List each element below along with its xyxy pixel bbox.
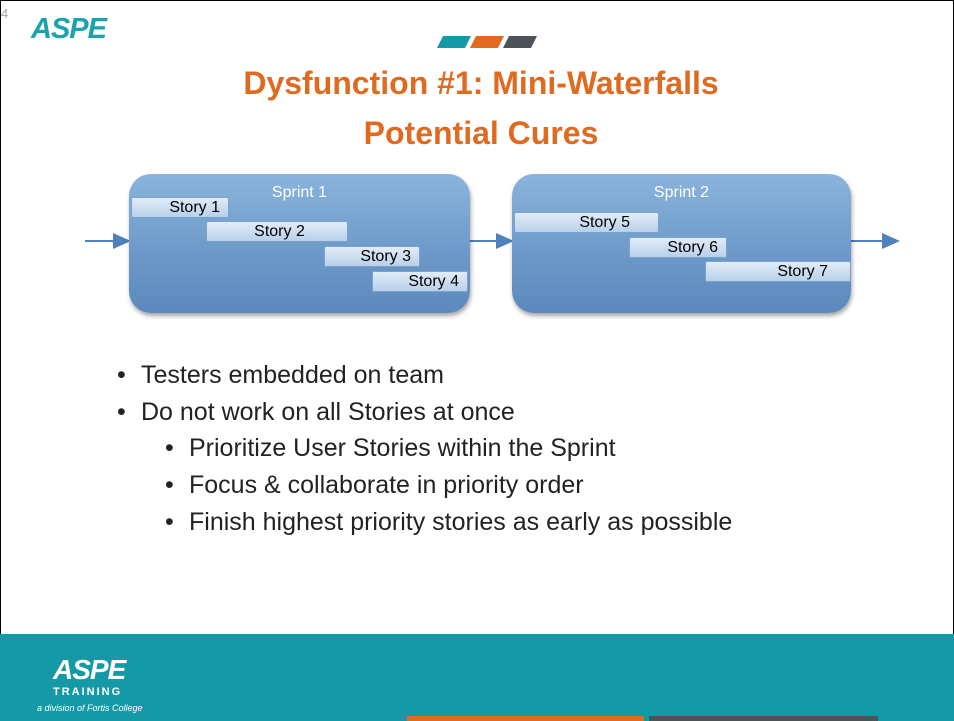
bullet-subitem: Focus & collaborate in priority order <box>165 470 584 500</box>
footer-aspe-logo: ASPE <box>53 654 126 685</box>
story-7: Story 7 <box>705 261 851 282</box>
slide-title-line1: Dysfunction #1: Mini-Waterfalls <box>243 65 719 101</box>
slide-title-line2: Potential Cures <box>363 115 599 151</box>
footer-training-label: TRAINING <box>53 686 123 698</box>
sprint-2-label: Sprint 2 <box>653 184 710 201</box>
slide-border-top <box>0 0 954 1</box>
bullet-item: Do not work on all Stories at once <box>117 397 515 427</box>
story-6: Story 6 <box>629 237 727 258</box>
footer-gray-bar <box>649 716 878 721</box>
footer-division-text: a division of Fortis College <box>37 703 143 713</box>
footer-band <box>0 634 954 721</box>
story-4: Story 4 <box>372 271 468 292</box>
aspe-logo: ASPE <box>31 13 107 45</box>
bullet-subitem: Prioritize User Stories within the Sprin… <box>165 433 616 463</box>
footer-orange-bar <box>407 716 644 721</box>
sprint-1-label: Sprint 1 <box>271 184 328 201</box>
story-2: Story 2 <box>206 221 348 242</box>
story-3: Story 3 <box>324 246 420 267</box>
slide-number: 4 <box>1 6 9 21</box>
bullet-subitem: Finish highest priority stories as early… <box>165 507 732 537</box>
bullet-item: Testers embedded on team <box>117 360 444 390</box>
story-1: Story 1 <box>131 197 229 218</box>
slide-border-left <box>0 0 1 721</box>
story-5: Story 5 <box>514 212 659 233</box>
decorative-stripes-icon <box>437 36 537 48</box>
